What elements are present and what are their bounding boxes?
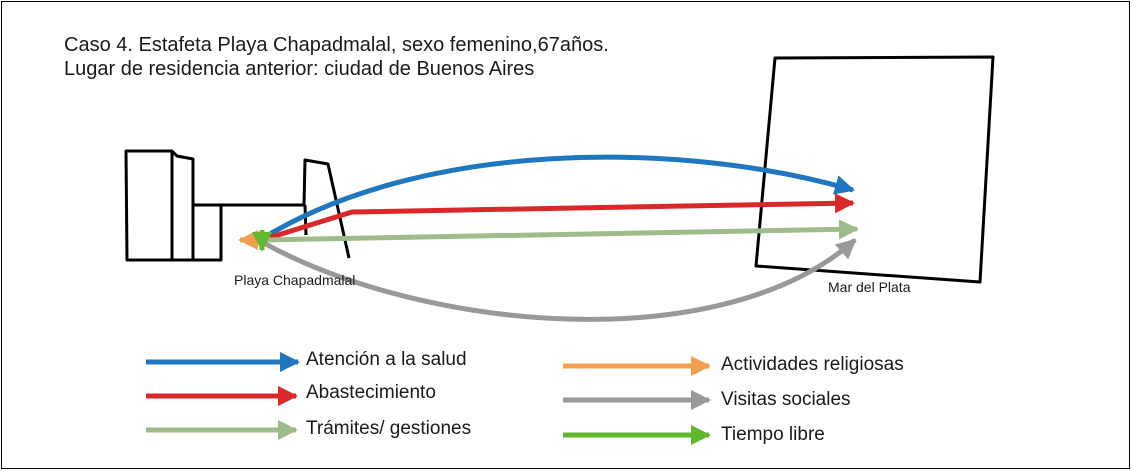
legend-label-visitas: Visitas sociales: [721, 389, 851, 410]
arrow-salud: [258, 154, 855, 243]
title-line-2: Lugar de residencia anterior: ciudad de …: [64, 58, 535, 80]
legend-label-religiosas: Actividades religiosas: [721, 354, 904, 375]
origin-area-shape: [124, 149, 351, 262]
legend-label-tramites: Trámites/ gestiones: [306, 418, 472, 439]
origin-label: Playa Chapadmalal: [234, 272, 356, 288]
legend-label-tiempo-libre: Tiempo libre: [721, 424, 825, 445]
arrow-visitas: [260, 238, 857, 322]
legend-label-salud: Atención a la salud: [306, 349, 467, 370]
arrow-abastecimiento: [261, 193, 855, 243]
title-line-1: Caso 4. Estafeta Playa Chapadmalal, sexo…: [64, 34, 609, 56]
destination-area-shape: [754, 55, 995, 284]
arrow-tramites: [261, 219, 859, 243]
legend-label-abastecimiento: Abastecimiento: [306, 382, 436, 403]
destination-label: Mar del Plata: [828, 279, 911, 295]
